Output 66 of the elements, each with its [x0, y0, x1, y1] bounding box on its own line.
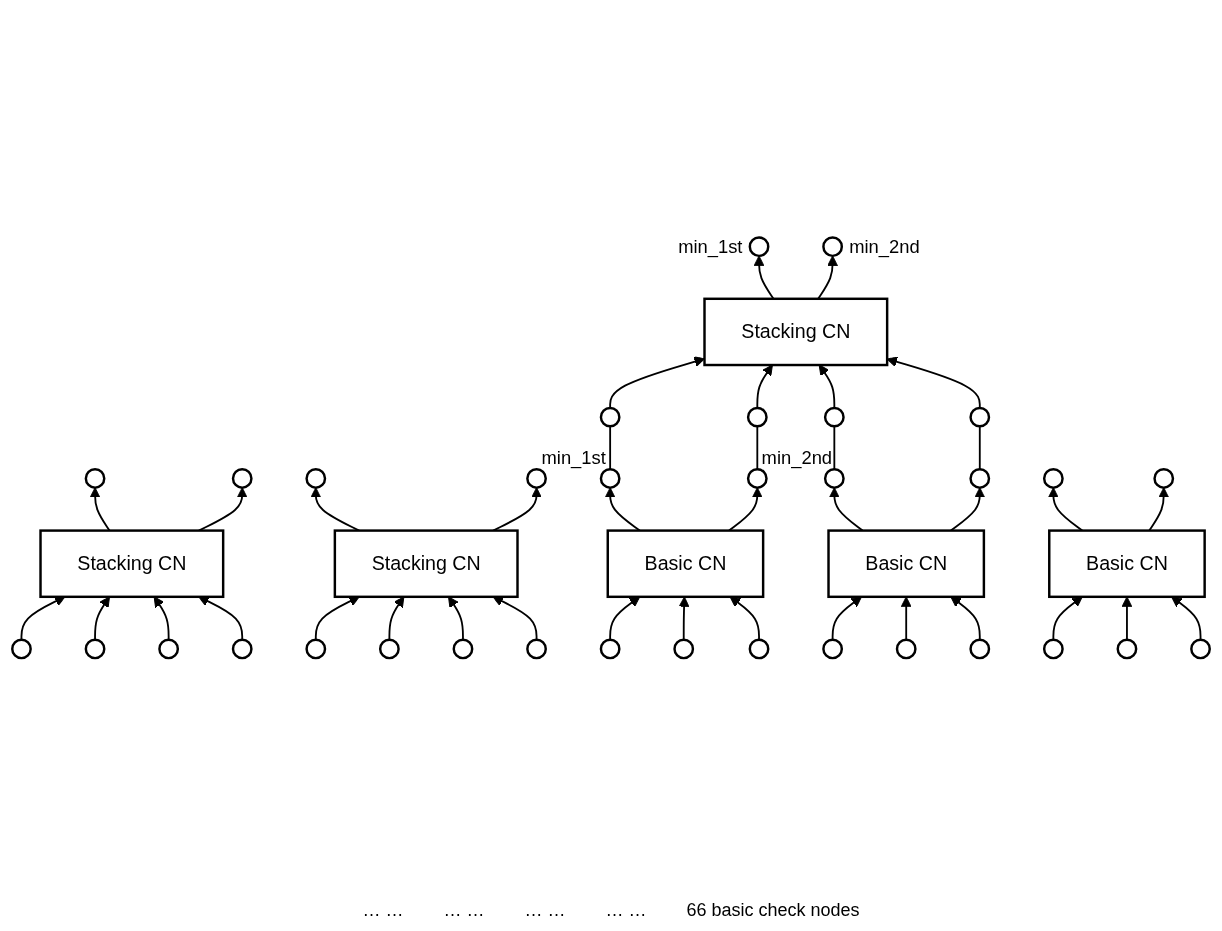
note-text: … … — [362, 900, 404, 921]
node-caption: min_1st — [541, 447, 606, 469]
node-box: Basic CN — [606, 529, 765, 599]
node-circle — [1042, 468, 1064, 489]
node-box: Basic CN — [827, 529, 986, 599]
node-circle — [746, 406, 768, 428]
arrow — [1052, 596, 1083, 641]
node-circle — [599, 468, 621, 489]
node-circle — [305, 638, 327, 660]
node-circle — [823, 468, 845, 489]
arrow — [1171, 596, 1202, 641]
arrow — [1121, 596, 1133, 641]
node-circle — [84, 638, 106, 660]
node-circle — [158, 638, 180, 660]
note-text: … … — [443, 900, 485, 921]
node-circle — [599, 638, 621, 660]
node-circle — [1042, 638, 1064, 660]
node-circle — [673, 638, 695, 660]
node-circle — [452, 638, 474, 660]
arrow — [900, 596, 912, 641]
node-circle — [822, 638, 844, 660]
arrow — [831, 596, 863, 641]
arrow — [492, 596, 538, 641]
node-circle — [1153, 468, 1175, 489]
node-box: Stacking CN — [703, 297, 889, 367]
arrow — [153, 596, 170, 641]
node-circle — [231, 638, 253, 660]
node-caption: min_2nd — [849, 235, 920, 257]
node-circle — [231, 468, 253, 489]
node-circle — [822, 236, 844, 258]
node-box: Stacking CN — [39, 529, 225, 599]
node-circle — [599, 406, 621, 428]
arrow — [609, 356, 705, 409]
node-circle — [378, 638, 400, 660]
note-text: … … — [524, 900, 566, 921]
node-circle — [748, 236, 770, 258]
node-circle — [748, 638, 770, 660]
node-circle — [305, 468, 327, 489]
arrow — [729, 596, 760, 641]
arrow — [314, 596, 360, 641]
node-circle — [84, 468, 106, 489]
note-text: 66 basic check nodes — [686, 900, 860, 921]
arrow — [94, 596, 110, 641]
arrow — [20, 596, 66, 641]
node-circle — [526, 468, 547, 489]
node-circle — [11, 638, 32, 660]
arrow — [448, 596, 464, 641]
node-circle — [1190, 638, 1211, 660]
arrow — [609, 596, 641, 641]
arrow — [950, 596, 981, 641]
node-caption: min_1st — [678, 235, 743, 257]
node-circle — [969, 468, 991, 489]
node-box: Basic CN — [1048, 529, 1206, 599]
arrow — [198, 596, 244, 641]
node-circle — [1116, 638, 1138, 660]
node-circle — [895, 638, 917, 660]
node-circle — [823, 406, 845, 428]
arrow — [678, 596, 690, 641]
node-circle — [526, 638, 547, 660]
note-text: … … — [605, 900, 647, 921]
node-circle — [969, 638, 991, 660]
node-circle — [969, 406, 991, 428]
node-box: Stacking CN — [333, 529, 519, 599]
arrow — [388, 596, 405, 641]
node-circle — [746, 468, 768, 489]
node-caption: min_2nd — [761, 447, 833, 469]
